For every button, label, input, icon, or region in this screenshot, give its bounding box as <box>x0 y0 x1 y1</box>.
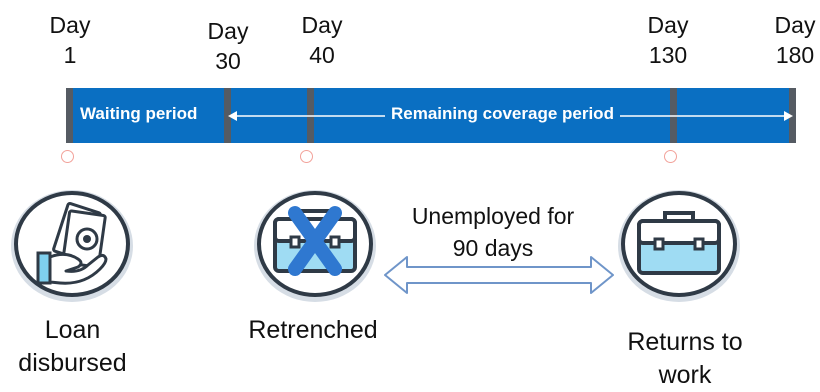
unemployed-double-arrow <box>384 256 614 294</box>
tick-day-30 <box>224 88 231 143</box>
unemployed-duration-text: Unemployed for 90 days <box>411 203 575 261</box>
cash-in-hand-icon <box>8 187 136 310</box>
waiting-period-label: Waiting period <box>74 104 204 124</box>
coverage-period-label: Remaining coverage period <box>385 104 620 124</box>
marker-retrenched <box>300 150 313 163</box>
returns-to-work-caption: Returns to work <box>627 328 743 389</box>
crossed-briefcase-icon <box>251 187 379 310</box>
marker-returns <box>664 150 677 163</box>
marker-loan <box>61 150 74 163</box>
tick-day-1 <box>66 88 73 143</box>
tick-day-180 <box>789 88 796 143</box>
loan-disbursed-caption: Loan disbursed <box>18 316 127 377</box>
retrenched-caption: Retrenched <box>248 316 378 344</box>
briefcase-icon <box>615 187 743 310</box>
